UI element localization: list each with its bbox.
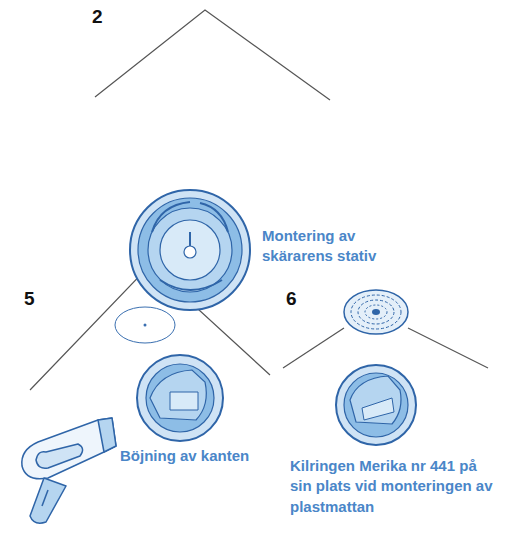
- drain-bowl: [336, 365, 416, 445]
- callout-number: 5: [24, 288, 35, 310]
- callout-number: 6: [286, 288, 297, 310]
- step-caption: Montering av skärarens stativ: [262, 226, 380, 267]
- step-caption: Böjning av kanten: [120, 446, 290, 466]
- step-caption: Kilringen Merika nr 441 på sin plats vid…: [290, 456, 495, 517]
- wedge-ring: [344, 290, 408, 334]
- heat-gun: [22, 418, 116, 523]
- drain-bowl: [137, 355, 223, 441]
- center-dot: [144, 324, 147, 327]
- wall-corner-lines: [30, 10, 488, 390]
- callout-number: 2: [92, 6, 103, 28]
- cutter-stand: [130, 190, 250, 310]
- cut-hole-outline: [115, 307, 175, 343]
